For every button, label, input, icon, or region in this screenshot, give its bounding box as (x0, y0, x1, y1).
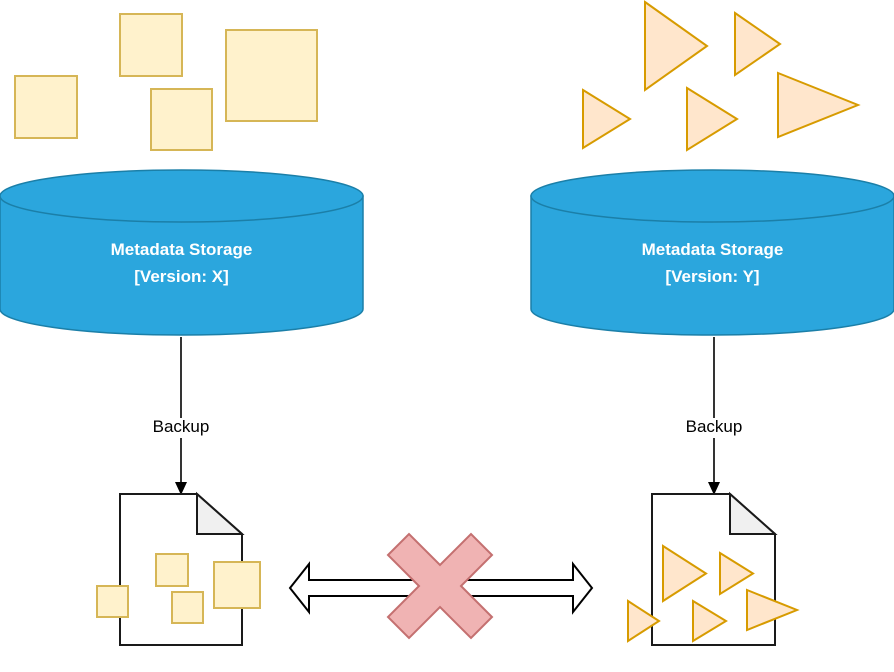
arrowhead-down-icon (708, 482, 720, 495)
metadata-storage-x[interactable]: Metadata Storage [Version: X] (0, 169, 364, 336)
square-shape (213, 561, 261, 609)
document-fold-icon (729, 491, 778, 535)
backup-label-backdrop (685, 418, 743, 438)
square-shape (225, 29, 318, 122)
square-shape (171, 591, 204, 624)
left-scatter-shapes (14, 13, 318, 151)
triangle-shape (692, 599, 728, 643)
right-document-shapes (627, 544, 800, 643)
cylinder-label-line2: [Version: X] (134, 267, 228, 286)
square-shape (14, 75, 78, 139)
cylinder-body (530, 195, 894, 336)
square-shape (150, 88, 213, 151)
square-shape (155, 553, 189, 587)
backup-edge[interactable]: Backup (685, 337, 743, 495)
arrowhead-down-icon (175, 482, 187, 495)
triangle-shape (777, 71, 861, 139)
triangle-shape (686, 86, 739, 152)
backup-label-backdrop (152, 418, 210, 438)
backup-file-y[interactable] (651, 491, 778, 646)
cylinder-body (0, 195, 364, 336)
backup-label: Backup (686, 417, 743, 436)
triangle-shape (662, 544, 708, 603)
cylinder-label-line1: Metadata Storage (111, 240, 253, 259)
triangle-shape (644, 0, 709, 92)
backup-edge[interactable]: Backup (152, 337, 210, 495)
right-scatter-shapes (582, 0, 861, 152)
incompatible-cross-icon (386, 532, 494, 640)
incompatible-comparison[interactable] (288, 532, 594, 640)
left-document-shapes (96, 553, 261, 624)
cylinder-label-line1: Metadata Storage (642, 240, 784, 259)
triangle-shape (627, 599, 661, 643)
metadata-storage-y[interactable]: Metadata Storage [Version: Y] (530, 169, 894, 336)
triangle-shape (582, 88, 632, 150)
triangle-shape (734, 11, 782, 77)
square-shape (119, 13, 183, 77)
cylinder-top (0, 169, 364, 223)
triangle-shape (746, 588, 800, 632)
cylinder-label-line2: [Version: Y] (665, 267, 759, 286)
square-shape (96, 585, 129, 618)
cylinder-top (530, 169, 894, 223)
triangle-shape (719, 551, 755, 596)
document-fold-icon (196, 491, 245, 535)
backup-label: Backup (153, 417, 210, 436)
